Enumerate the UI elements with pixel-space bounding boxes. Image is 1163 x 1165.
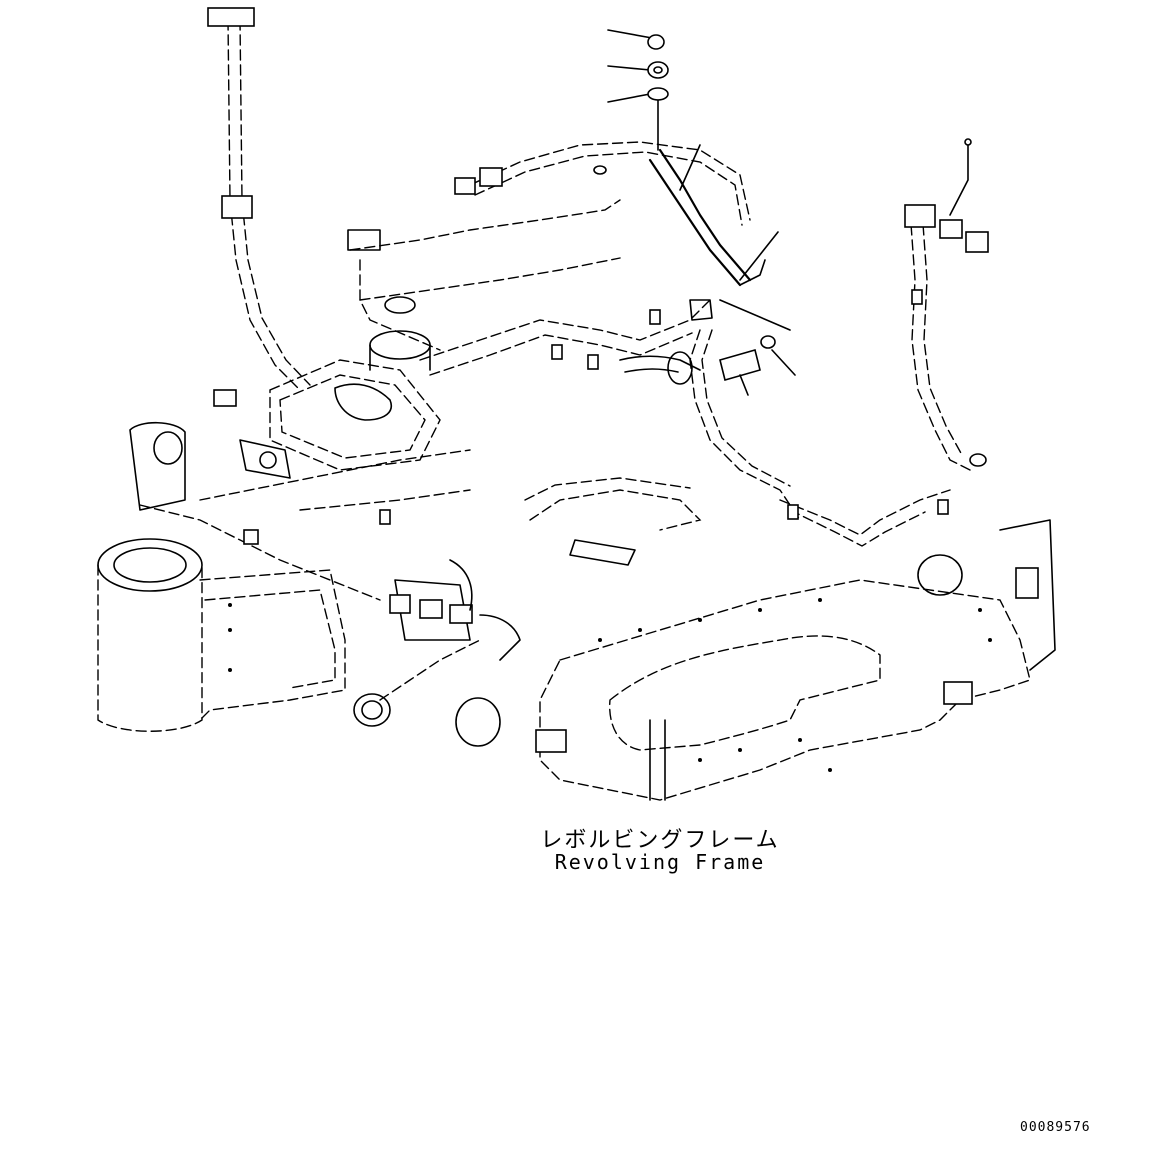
right-vertical-harness [904,138,989,471]
upper-harness [454,141,779,287]
left-column [97,421,381,732]
floor-plate [535,519,1056,801]
frame-caption-japanese: レボルビングフレーム [540,828,780,853]
right-middle-harness [524,477,951,566]
boom-frame [199,449,471,721]
bolt-washer [719,299,796,396]
controller-box [213,359,441,479]
upper-frame-plate [347,199,621,371]
valve-assembly [353,559,521,747]
document-number: 00089576 [1020,1120,1091,1135]
middle-harness [419,299,801,521]
hardware-stack [607,29,669,151]
frame-caption-english: Revolving Frame [554,850,766,874]
harness-clamps [379,289,949,525]
left-vertical-harness [207,7,311,391]
